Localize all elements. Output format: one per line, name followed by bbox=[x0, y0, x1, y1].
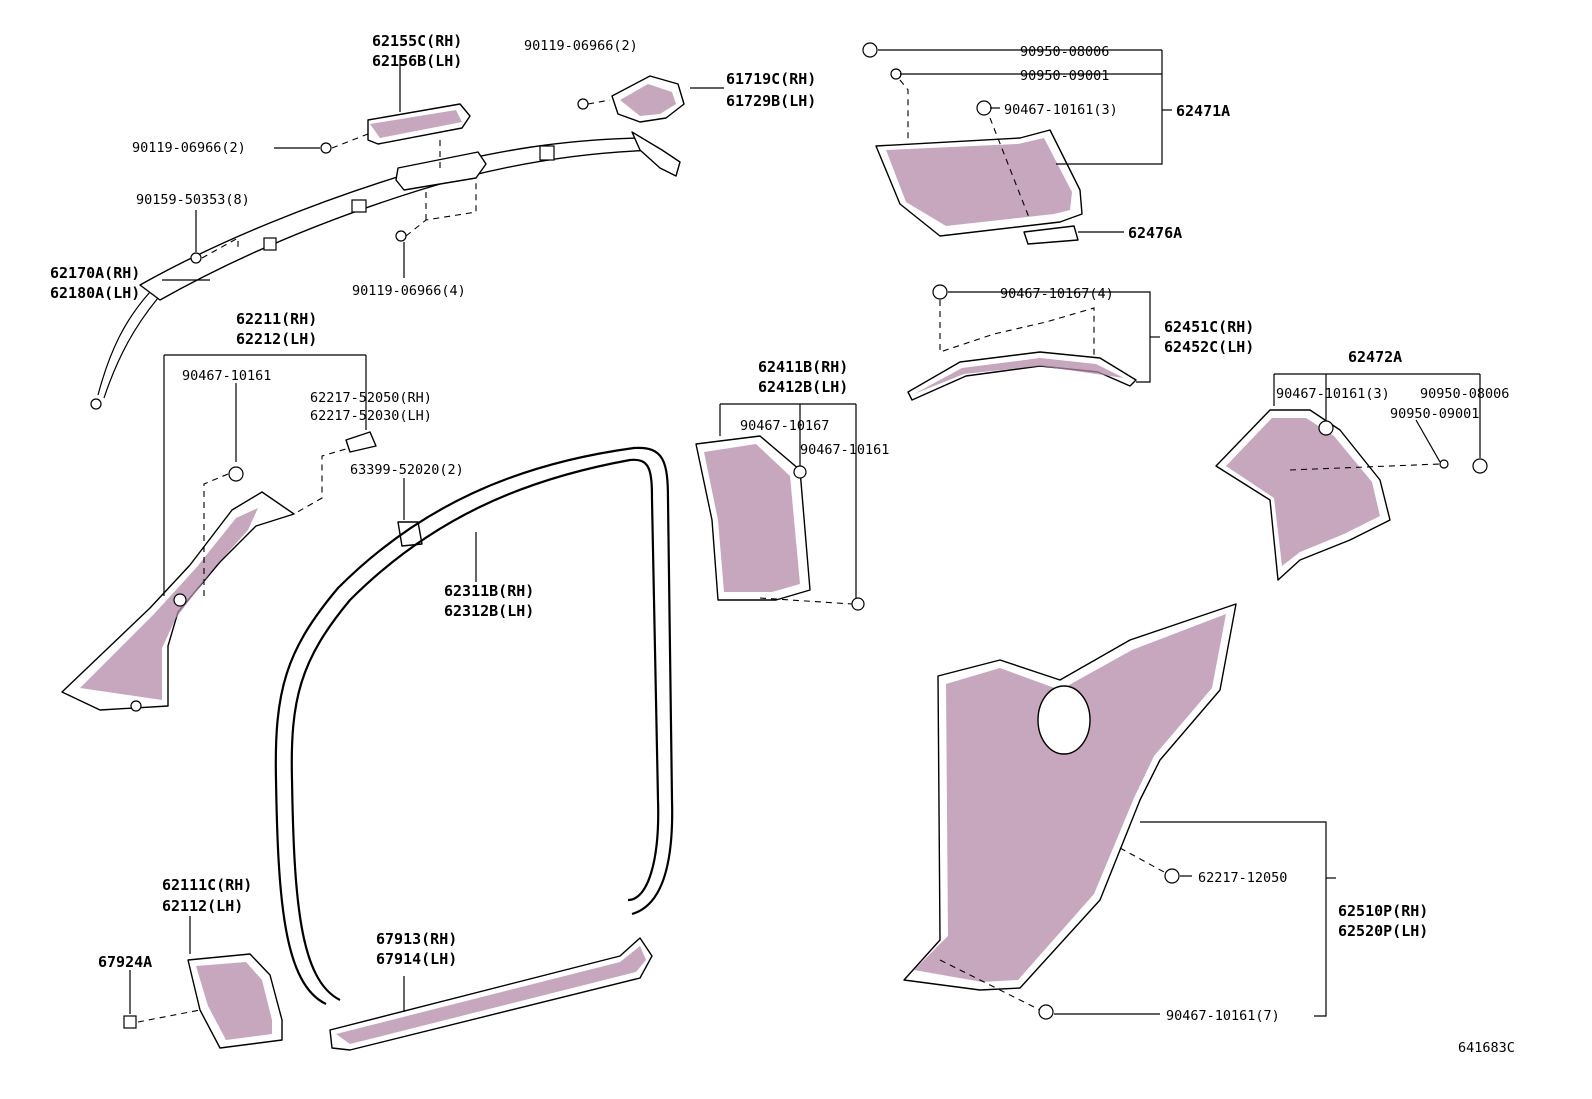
curtain-airbag bbox=[90, 131, 681, 410]
label-62311B: 62311B(RH) bbox=[444, 582, 534, 600]
label-62520P: 62520P(LH) bbox=[1338, 922, 1428, 940]
bracket-61719C bbox=[611, 75, 685, 123]
label-62112: 62112(LH) bbox=[162, 897, 243, 915]
label-62212: 62212(LH) bbox=[236, 330, 317, 348]
scuff-plate bbox=[329, 937, 653, 1051]
label-67913: 67913(RH) bbox=[376, 930, 457, 948]
roof-side-garnish bbox=[907, 284, 1160, 401]
label-67924A: 67924A bbox=[98, 953, 152, 971]
label-90119-06966-left: 90119-06966(2) bbox=[132, 140, 246, 156]
label-90467-10161-3b: 90467-10161(3) bbox=[1276, 386, 1390, 402]
callout-labels: 62155C(RH) 62156B(LH) 90119-06966(2) 617… bbox=[50, 32, 1515, 1056]
label-67914: 67914(LH) bbox=[376, 950, 457, 968]
label-62155C: 62155C(RH) bbox=[372, 32, 462, 50]
label-90467-10161-7: 90467-10161(7) bbox=[1166, 1008, 1280, 1024]
label-90159-50353: 90159-50353(8) bbox=[136, 192, 250, 208]
label-62211: 62211(RH) bbox=[236, 310, 317, 328]
label-90950-09001-a: 90950-09001 bbox=[1020, 68, 1109, 84]
label-61729B: 61729B(LH) bbox=[726, 92, 816, 110]
label-62156B: 62156B(LH) bbox=[372, 52, 462, 70]
label-62180A: 62180A(LH) bbox=[50, 284, 140, 302]
label-62510P: 62510P(RH) bbox=[1338, 902, 1428, 920]
label-63399-52020: 63399-52020(2) bbox=[350, 462, 464, 478]
label-62111C: 62111C(RH) bbox=[162, 876, 252, 894]
package-tray-side-trim bbox=[1215, 373, 1488, 581]
center-pillar-garnish bbox=[695, 403, 865, 611]
label-90467-10161-a: 90467-10161 bbox=[182, 368, 271, 384]
label-62451C: 62451C(RH) bbox=[1164, 318, 1254, 336]
label-62472A: 62472A bbox=[1348, 348, 1402, 366]
airbag-bracket-mid bbox=[395, 151, 487, 191]
label-62411B: 62411B(RH) bbox=[758, 358, 848, 376]
label-62312B: 62312B(LH) bbox=[444, 602, 534, 620]
label-90950-08006-b: 90950-08006 bbox=[1420, 386, 1509, 402]
label-62476A: 62476A bbox=[1128, 224, 1182, 242]
roof-side-inner-garnish bbox=[862, 42, 1172, 245]
label-90119-06966-top: 90119-06966(2) bbox=[524, 38, 638, 54]
label-90950-08006-a: 90950-08006 bbox=[1020, 44, 1109, 60]
label-62170A: 62170A(RH) bbox=[50, 264, 140, 282]
label-90950-09001-b: 90950-09001 bbox=[1390, 406, 1479, 422]
label-61719C: 61719C(RH) bbox=[726, 70, 816, 88]
front-pillar-garnish bbox=[61, 491, 295, 712]
leader-lines-top-left bbox=[162, 55, 724, 281]
label-62412B: 62412B(LH) bbox=[758, 378, 848, 396]
door-opening-trim bbox=[274, 446, 674, 1005]
label-90467-10161-3a: 90467-10161(3) bbox=[1004, 102, 1118, 118]
pillar-leader-lines bbox=[163, 354, 423, 600]
label-62217-52030: 62217-52030(LH) bbox=[310, 408, 432, 424]
label-62471A: 62471A bbox=[1176, 102, 1230, 120]
bracket-62155C bbox=[367, 103, 471, 145]
label-90467-10167-4: 90467-10167(4) bbox=[1000, 286, 1114, 302]
label-62217-52050: 62217-52050(RH) bbox=[310, 390, 432, 406]
label-90467-10167-b: 90467-10167 bbox=[740, 418, 829, 434]
quarter-trim-panel bbox=[903, 603, 1336, 1020]
label-62452C: 62452C(LH) bbox=[1164, 338, 1254, 356]
diagram-code: 641683C bbox=[1458, 1040, 1515, 1056]
label-90119-06966-4: 90119-06966(4) bbox=[352, 283, 466, 299]
label-90467-10161-b: 90467-10161 bbox=[800, 442, 889, 458]
cowl-side-trim bbox=[123, 916, 283, 1049]
label-62217-12050: 62217-12050 bbox=[1198, 870, 1287, 886]
